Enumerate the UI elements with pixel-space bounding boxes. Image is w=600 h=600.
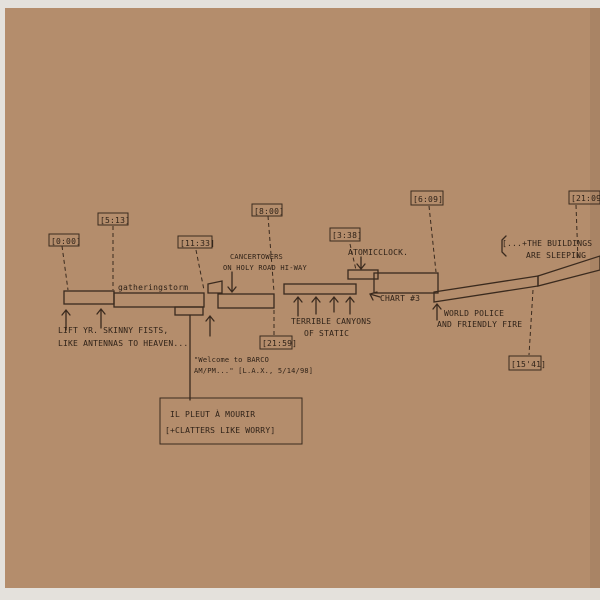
segment-small-rise — [207, 280, 223, 294]
annotation-of-static: OF STATIC — [304, 329, 349, 338]
timestamp-21-09: [21:09 — [571, 194, 600, 203]
annotation-chart-3: CHART #3 — [380, 294, 420, 303]
timestamp-15-41: [15'41] — [511, 360, 546, 369]
timestamp-boxes — [48, 190, 600, 445]
marker-line-1541 — [528, 289, 534, 356]
annotation-welcome-barco-date: AM/PM..." [L.A.X., 5/14/98] — [194, 367, 313, 375]
marker-line-2109 — [575, 204, 579, 261]
marker-line-0 — [61, 245, 69, 291]
bracket-buildings — [501, 235, 507, 257]
annotation-gathering-storm: gatheringstorm — [118, 283, 188, 292]
annotation-atomic-clock: ATOMICCLOCK. — [348, 248, 408, 257]
segment-terrible-canyons — [283, 283, 357, 295]
annotation-holy-road: ON HOLY ROAD HI-WAY — [223, 264, 307, 272]
marker-line-338 — [349, 243, 357, 271]
annotation-antennas: LIKE ANTENNAS TO HEAVEN... — [58, 339, 188, 348]
annotation-il-pleut: IL PLEUT À MOURIR — [170, 408, 255, 419]
marker-line-609 — [428, 205, 437, 273]
segment-gathering-storm — [113, 292, 205, 308]
segment-buildings — [537, 255, 600, 287]
marker-line-1133 — [195, 249, 205, 291]
segment-chart-3 — [373, 272, 439, 294]
timestamp-0-00: [0:00] — [51, 237, 81, 246]
annotation-buildings: [...+THE BUILDINGS — [502, 239, 592, 248]
segment-world-police — [433, 275, 539, 303]
timestamp-8-00: [8:00] — [254, 207, 284, 216]
segment-il-pleut — [174, 306, 204, 316]
timestamp-21-59: [21:59] — [262, 339, 297, 348]
timestamp-11-33: [11:33] — [180, 239, 215, 248]
annotation-world-police: WORLD POLICE — [444, 309, 504, 318]
segment-welcome-barco — [217, 293, 275, 309]
sleeve-spine — [590, 8, 600, 588]
annotation-cancer-towers: CANCERTOWERS — [230, 253, 283, 261]
marker-line-800 — [267, 215, 275, 293]
timestamp-6-09: [6:09] — [413, 195, 443, 204]
annotation-terrible-canyons: TERRIBLE CANYONS — [291, 317, 371, 326]
arrow-group — [61, 256, 442, 401]
annotation-sleeping: ARE SLEEPING — [526, 251, 586, 260]
cardboard-sheet — [5, 8, 600, 588]
annotation-welcome-barco: "Welcome to BARCO — [194, 356, 269, 364]
timestamp-5-13: [5:13] — [100, 216, 130, 225]
annotation-lift-fists: LIFT YR. SKINNY FISTS, — [58, 326, 168, 335]
timestamp-3-38: [3:38] — [332, 231, 362, 240]
annotation-clatters-like-worry: [+CLATTERS LIKE WORRY] — [165, 426, 275, 435]
segment-lift-fists — [63, 290, 115, 305]
segment-atomic-clock — [347, 269, 379, 280]
annotation-friendly-fire: AND FRIENDLY FIRE — [437, 320, 522, 329]
